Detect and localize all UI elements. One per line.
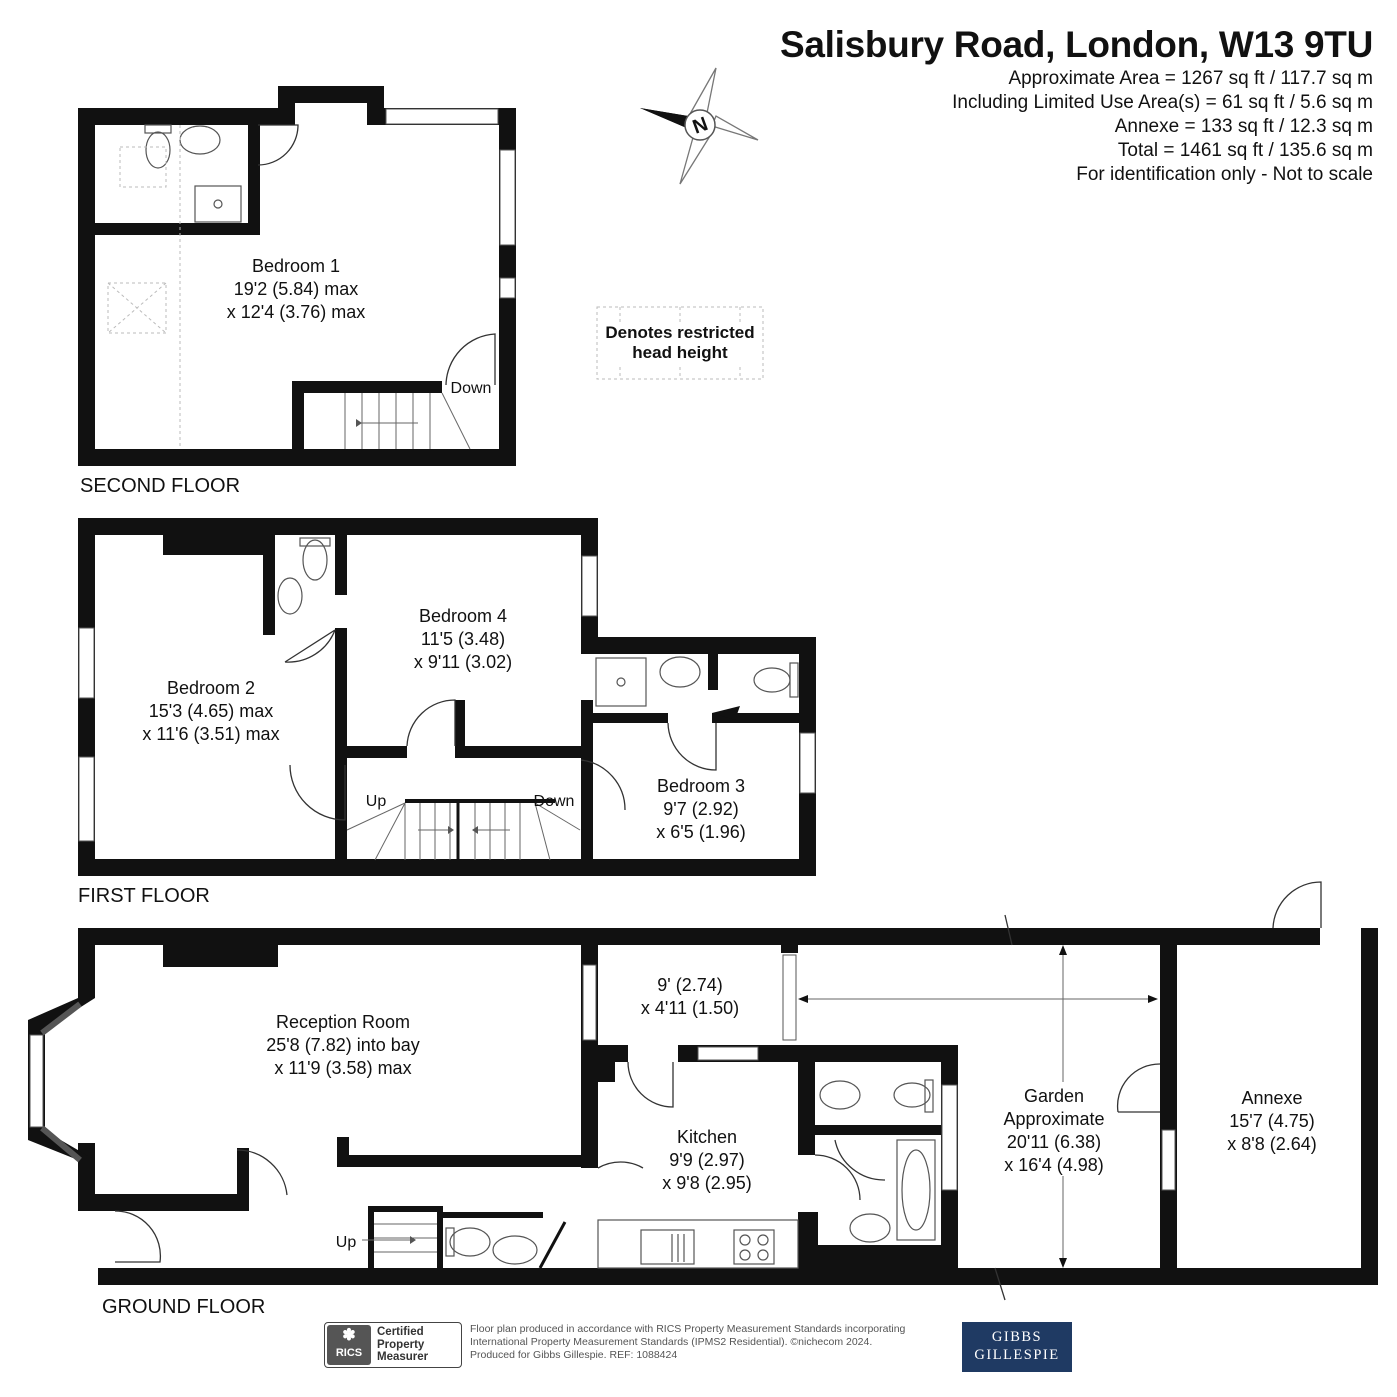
legend-line1: Denotes restricted — [605, 323, 754, 342]
property-title: Salisbury Road, London, W13 9TU — [779, 24, 1373, 65]
compass-icon: N — [640, 67, 759, 185]
footer: ✽ RICS Certified Property Measurer Floor… — [324, 1322, 1074, 1372]
second-floor-down-label: Down — [451, 380, 492, 397]
rics-emblem-icon: ✽ — [342, 1327, 356, 1344]
cert-line3: Measurer — [377, 1351, 429, 1363]
second-floor-plan: Bedroom 1 19'2 (5.84) max x 12'4 (3.76) … — [78, 86, 516, 497]
ground-floor-label: GROUND FLOOR — [102, 1296, 265, 1318]
bedroom4-dim1: 11'5 (3.48) — [421, 629, 505, 649]
restricted-height-legend: Denotes restricted head height — [596, 306, 764, 380]
rics-certification: Certified Property Measurer — [377, 1326, 428, 1364]
first-floor-plan: Bedroom 2 15'3 (4.65) max x 11'6 (3.51) … — [78, 518, 816, 907]
footer-note-line1: Floor plan produced in accordance with R… — [470, 1323, 906, 1335]
reception-name: Reception Room — [276, 1012, 410, 1032]
bedroom1-dim1: 19'2 (5.84) max — [234, 279, 359, 299]
second-floor-stairs — [344, 392, 471, 450]
utility-dim2: x 4'11 (1.50) — [641, 998, 739, 1018]
kitchen-dim1: 9'9 (2.97) — [669, 1150, 744, 1170]
legend-line2: head height — [632, 343, 728, 362]
bedroom3-dim2: x 6'5 (1.96) — [656, 822, 745, 842]
garden-sub: Approximate — [1003, 1109, 1104, 1129]
utility-dim1: 9' (2.74) — [657, 975, 722, 995]
rics-badge: ✽ RICS Certified Property Measurer — [324, 1322, 462, 1368]
annexe-dim1: 15'7 (4.75) — [1229, 1111, 1315, 1131]
agent-logo-line2: GILLESPIE — [974, 1347, 1060, 1363]
area-total: Total = 1461 sq ft / 135.6 sq m — [1117, 140, 1373, 161]
bedroom1-dim2: x 12'4 (3.76) max — [227, 302, 366, 322]
agent-logo: GIBBS GILLESPIE — [962, 1322, 1072, 1372]
reception-dim1: 25'8 (7.82) into bay — [266, 1035, 420, 1055]
bedroom2-dim1: 15'3 (4.65) max — [149, 701, 274, 721]
first-floor-label: FIRST FLOOR — [78, 885, 210, 907]
area-annexe: Annexe = 133 sq ft / 12.3 sq m — [1114, 116, 1373, 137]
rics-logo: ✽ RICS — [327, 1325, 371, 1365]
bedroom3-dim1: 9'7 (2.92) — [663, 799, 738, 819]
area-approx: Approximate Area = 1267 sq ft / 117.7 sq… — [1008, 68, 1373, 89]
bedroom4-dim2: x 9'11 (3.02) — [414, 652, 512, 672]
annexe-name: Annexe — [1241, 1088, 1302, 1108]
disclaimer: For identification only - Not to scale — [1076, 164, 1373, 185]
annexe-dim2: x 8'8 (2.64) — [1227, 1134, 1316, 1154]
cert-line1: Certified — [377, 1326, 424, 1338]
reception-dim2: x 11'9 (3.58) max — [274, 1058, 411, 1078]
cert-line2: Property — [377, 1338, 425, 1351]
bedroom1-name: Bedroom 1 — [252, 256, 340, 276]
compass-north-label: N — [690, 113, 711, 139]
kitchen-dim2: x 9'8 (2.95) — [662, 1173, 751, 1193]
second-floor-label: SECOND FLOOR — [80, 475, 240, 497]
garden-dim2: x 16'4 (4.98) — [1004, 1155, 1104, 1175]
bedroom2-dim2: x 11'6 (3.51) max — [142, 724, 279, 744]
first-floor-up-label: Up — [366, 793, 387, 810]
bedroom4-name: Bedroom 4 — [419, 606, 507, 626]
area-limited-use: Including Limited Use Area(s) = 61 sq ft… — [952, 92, 1373, 113]
garden-dim1: 20'11 (6.38) — [1007, 1132, 1101, 1152]
first-floor-stairs — [346, 799, 581, 861]
rics-logo-text: RICS — [335, 1347, 363, 1359]
footer-note-line2: International Property Measurement Stand… — [470, 1336, 873, 1348]
ground-floor-plan: Reception Room 25'8 (7.82) into bay x 11… — [28, 881, 1378, 1318]
agent-logo-line1: GIBBS — [991, 1329, 1043, 1345]
bedroom2-name: Bedroom 2 — [167, 678, 255, 698]
garden-name: Garden — [1024, 1086, 1084, 1106]
ground-floor-up-label: Up — [336, 1234, 357, 1251]
bedroom3-name: Bedroom 3 — [657, 776, 745, 796]
footer-notes: Floor plan produced in accordance with R… — [470, 1323, 970, 1362]
kitchen-name: Kitchen — [677, 1127, 737, 1147]
footer-note-line3: Produced for Gibbs Gillespie. REF: 10884… — [470, 1349, 678, 1361]
first-floor-down-label: Down — [534, 793, 575, 810]
